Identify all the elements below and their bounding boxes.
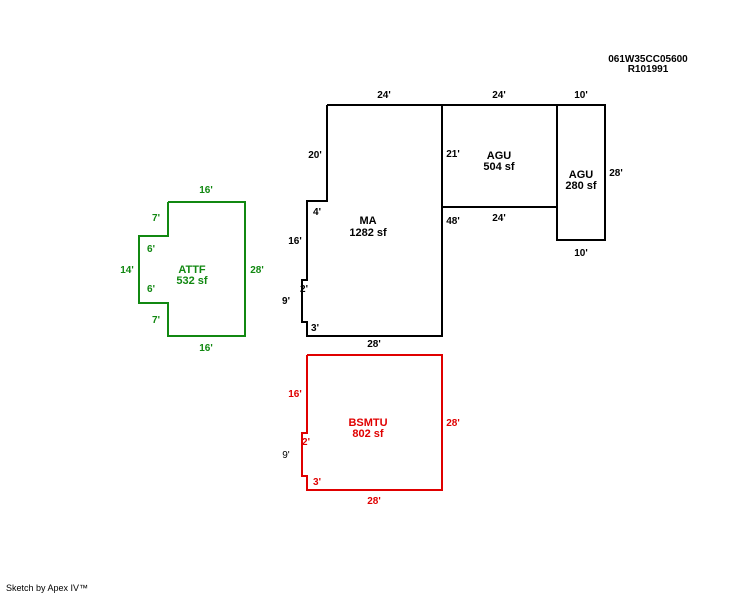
bsmtu-label: BSMTU xyxy=(348,417,387,429)
attf-size: 532 sf xyxy=(176,275,208,287)
dim-attf-step-bottom: 7' xyxy=(152,315,160,326)
dim-bsmtu-notch-out: 3' xyxy=(313,477,321,488)
agu1-size: 504 sf xyxy=(483,161,515,173)
attf-label: ATTF xyxy=(178,264,206,276)
agu2-label: AGU xyxy=(569,169,594,181)
dim-ma-left: 16' xyxy=(288,236,302,247)
ma-size: 1282 sf xyxy=(349,227,387,239)
dim-bsmtu-notch-side: 9' xyxy=(282,450,290,461)
dim-attf-top: 16' xyxy=(199,185,213,196)
dim-agu1-left: 21' xyxy=(446,149,460,160)
dim-agu1-top: 24' xyxy=(492,90,506,101)
dim-bsmtu-left: 16' xyxy=(288,389,302,400)
agu2-size: 280 sf xyxy=(565,180,597,192)
dim-ma-notch-out: 3' xyxy=(311,323,319,334)
dim-ma-left-upper: 20' xyxy=(308,150,322,161)
dim-attf-bottom: 16' xyxy=(199,343,213,354)
dim-attf-notch-bottom: 6' xyxy=(147,284,155,295)
dim-attf-right: 28' xyxy=(250,265,264,276)
dim-ma-step: 4' xyxy=(313,207,321,218)
apex-credit: Sketch by Apex IV™ xyxy=(6,583,89,593)
agu2-outline xyxy=(556,104,606,241)
dim-agu2-top: 10' xyxy=(574,90,588,101)
record-id: R101991 xyxy=(628,64,669,75)
dim-bsmtu-bottom: 28' xyxy=(367,496,381,507)
dim-agu2-bottom: 10' xyxy=(574,248,588,259)
dim-agu1-bottom: 24' xyxy=(492,213,506,224)
ma-label: MA xyxy=(359,215,376,227)
dim-ma-bottom: 28' xyxy=(367,339,381,350)
dim-ma-top: 24' xyxy=(377,90,391,101)
dim-attf-left: 14' xyxy=(120,265,134,276)
dim-attf-step-top: 7' xyxy=(152,213,160,224)
dim-ma-notch-side: 9' xyxy=(282,296,290,307)
dim-bsmtu-notch-in: 2' xyxy=(302,437,310,448)
bsmtu-outline xyxy=(301,354,443,491)
dim-agu2-right: 28' xyxy=(609,168,623,179)
dim-bsmtu-right: 28' xyxy=(446,418,460,429)
dim-attf-notch-top: 6' xyxy=(147,244,155,255)
dim-ma-notch-in: 2' xyxy=(300,284,308,295)
dim-ma-right: 48' xyxy=(446,216,460,227)
agu1-label: AGU xyxy=(487,150,512,162)
parcel-id: 061W35CC05600 xyxy=(608,54,688,65)
attf-outline xyxy=(138,201,246,337)
bsmtu-size: 802 sf xyxy=(352,428,384,440)
